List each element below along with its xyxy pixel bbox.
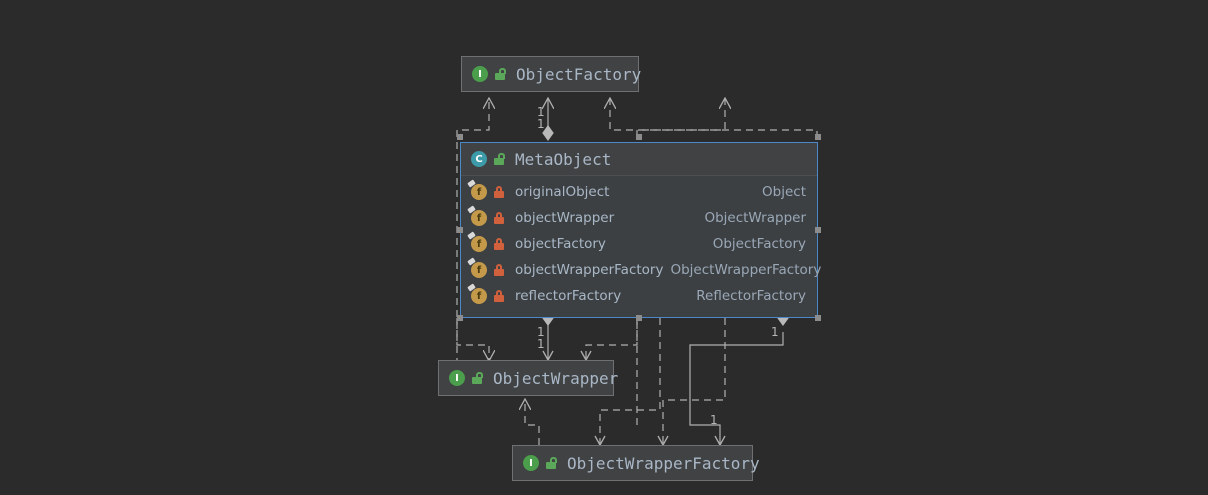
node-title: MetaObject bbox=[515, 149, 612, 169]
interface-icon: I bbox=[523, 455, 539, 471]
field-icon: f bbox=[471, 288, 487, 304]
node-meta-object[interactable]: C MetaObject f originalObject Object f o bbox=[460, 142, 821, 318]
field-type: ReflectorFactory bbox=[696, 288, 806, 304]
field-row[interactable]: f objectFactory ObjectFactory bbox=[461, 231, 817, 257]
selection-handle[interactable] bbox=[815, 134, 821, 140]
field-type: Object bbox=[762, 184, 806, 200]
field-icon: f bbox=[471, 184, 487, 200]
node-title: ObjectWrapperFactory bbox=[567, 453, 760, 473]
lock-icon bbox=[494, 238, 504, 250]
field-row[interactable]: f objectWrapper ObjectWrapper bbox=[461, 205, 817, 231]
node-object-wrapper-factory[interactable]: I ObjectWrapperFactory bbox=[512, 445, 760, 481]
field-icon: f bbox=[471, 236, 487, 252]
multiplicity-label: 1 bbox=[771, 325, 779, 339]
class-icon: C bbox=[471, 151, 487, 167]
selection-handle[interactable] bbox=[457, 134, 463, 140]
lock-icon bbox=[494, 186, 504, 198]
field-icon: f bbox=[471, 262, 487, 278]
multiplicity-label: 1 bbox=[710, 413, 718, 427]
field-type: ObjectWrapperFactory bbox=[670, 262, 822, 278]
multiplicity-label: 1 bbox=[537, 337, 545, 351]
field-name: reflectorFactory bbox=[515, 288, 622, 304]
field-name: originalObject bbox=[515, 184, 610, 200]
selection-handle[interactable] bbox=[636, 134, 642, 140]
multiplicity-label: 1 bbox=[537, 105, 545, 119]
field-row[interactable]: f reflectorFactory ReflectorFactory bbox=[461, 283, 817, 309]
selection-handle[interactable] bbox=[815, 227, 821, 233]
field-name: objectFactory bbox=[515, 236, 606, 252]
multiplicity-label: 1 bbox=[537, 117, 545, 131]
field-name: objectWrapperFactory bbox=[515, 262, 664, 278]
unlock-icon bbox=[472, 372, 483, 384]
field-row[interactable]: f objectWrapperFactory ObjectWrapperFact… bbox=[461, 257, 821, 283]
node-meta-object-header[interactable]: C MetaObject bbox=[461, 143, 817, 176]
interface-icon: I bbox=[472, 66, 488, 82]
field-name: objectWrapper bbox=[515, 210, 615, 226]
interface-icon: I bbox=[449, 370, 465, 386]
unlock-icon bbox=[546, 457, 557, 469]
unlock-icon bbox=[494, 153, 505, 165]
lock-icon bbox=[494, 290, 504, 302]
lock-icon bbox=[494, 264, 504, 276]
selection-handle[interactable] bbox=[457, 227, 463, 233]
selection-handle[interactable] bbox=[815, 315, 821, 321]
unlock-icon bbox=[495, 68, 506, 80]
field-type: ObjectWrapper bbox=[704, 210, 806, 226]
selection-handle[interactable] bbox=[636, 315, 642, 321]
field-list: f originalObject Object f objectWrapper … bbox=[461, 176, 821, 313]
node-title: ObjectWrapper bbox=[493, 368, 619, 388]
lock-icon bbox=[494, 212, 504, 224]
field-type: ObjectFactory bbox=[712, 236, 806, 252]
selection-handle[interactable] bbox=[457, 315, 463, 321]
node-object-factory[interactable]: I ObjectFactory bbox=[461, 56, 642, 92]
node-object-wrapper[interactable]: I ObjectWrapper bbox=[438, 360, 618, 396]
multiplicity-label: 1 bbox=[537, 325, 545, 339]
node-title: ObjectFactory bbox=[516, 64, 642, 84]
field-icon: f bbox=[471, 210, 487, 226]
field-row[interactable]: f originalObject Object bbox=[461, 179, 817, 205]
